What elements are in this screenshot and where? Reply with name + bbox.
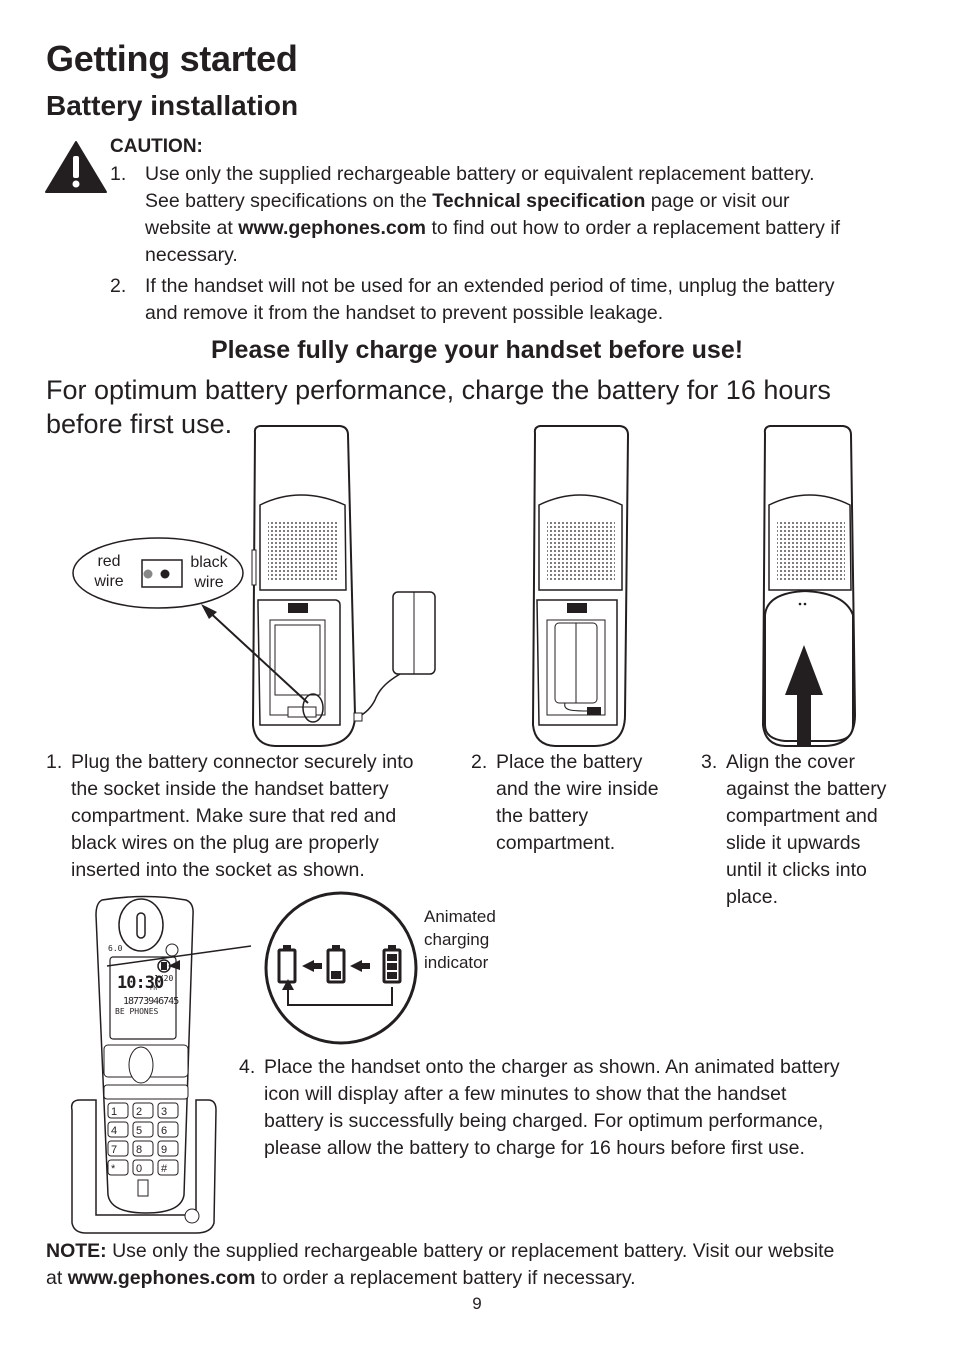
handset-illustration-2 — [531, 425, 630, 747]
keypad: 1 2 3 4 5 6 7 8 9 * 0 # — [107, 1102, 179, 1176]
note-website-link[interactable]: www.gephones.com — [67, 1267, 256, 1289]
keypad-key — [132, 1102, 154, 1119]
speaker-grille — [268, 520, 338, 582]
handset-version: 6.0 — [108, 944, 123, 953]
keypad-key-label: 1 — [111, 1106, 117, 1118]
keypad-key-label: 5 — [136, 1125, 142, 1137]
charging-indicator-label: Animated charging indicator — [424, 907, 496, 972]
warning-icon — [45, 141, 107, 193]
note: NOTE: Use only the supplied rechargeable… — [46, 1240, 835, 1289]
keypad-key-label: 0 — [136, 1163, 142, 1175]
caution-item-1: 1. Use only the supplied rechargeable ba… — [110, 163, 841, 266]
keypad-key — [157, 1140, 179, 1157]
battery-empty-icon — [277, 945, 297, 984]
keypad-key-label: 9 — [161, 1144, 167, 1156]
keypad-key-label: 6 — [161, 1125, 167, 1137]
step-2: 2. Place the battery and the wire inside… — [471, 751, 659, 854]
keypad-key-label: 2 — [136, 1106, 142, 1118]
technical-spec-ref: Technical specification — [432, 190, 646, 212]
page-number: 9 — [472, 1294, 482, 1313]
caution-item-2: 2. If the handset will not be used for a… — [110, 275, 835, 324]
keypad-key-label: # — [161, 1163, 168, 1175]
step-1: 1. Plug the battery connector securely i… — [46, 751, 414, 881]
handset-on-charger-illustration: 1 2 3 4 5 6 7 8 9 * 0 # — [70, 891, 418, 1234]
charge-heading: Please fully charge your handset before … — [210, 336, 744, 364]
keypad-key-label: 8 — [136, 1144, 142, 1156]
handset-caller-number: 18773946745 — [123, 996, 179, 1007]
keypad-key — [107, 1159, 129, 1176]
keypad-key-label: 3 — [161, 1106, 167, 1118]
keypad-key — [107, 1102, 129, 1119]
keypad-key — [107, 1140, 129, 1157]
battery-full-icon — [382, 945, 402, 984]
page-title: Getting started — [46, 38, 298, 79]
keypad-key — [157, 1102, 179, 1119]
step-4: 4. Place the handset onto the charger as… — [239, 1056, 840, 1159]
step-3: 3. Align the cover against the battery c… — [701, 751, 887, 908]
keypad-key-label: * — [111, 1163, 116, 1175]
handset-date: 1/20 — [154, 974, 174, 983]
note-label: NOTE: — [46, 1240, 107, 1262]
keypad-key-label: 4 — [111, 1125, 117, 1137]
handset-time: 10:30 — [117, 973, 164, 993]
handset-illustration-3 — [761, 425, 857, 747]
handset-caller-name: BE PHONES — [115, 1007, 159, 1016]
section-title: Battery installation — [46, 90, 299, 121]
keypad-key — [132, 1140, 154, 1157]
caution-heading: CAUTION: — [110, 136, 203, 157]
keypad-key — [107, 1121, 129, 1138]
battery-half-icon — [326, 945, 346, 984]
keypad-key-label: 7 — [111, 1144, 117, 1156]
keypad-key — [132, 1159, 154, 1176]
website-link[interactable]: www.gephones.com — [238, 217, 427, 239]
handset-time-suffix: PM — [150, 985, 158, 992]
handset-illustration-1 — [72, 425, 436, 747]
keypad-key — [157, 1159, 179, 1176]
keypad-key — [132, 1121, 154, 1138]
keypad-key — [157, 1121, 179, 1138]
optimum-text: For optimum battery performance, charge … — [46, 375, 831, 439]
